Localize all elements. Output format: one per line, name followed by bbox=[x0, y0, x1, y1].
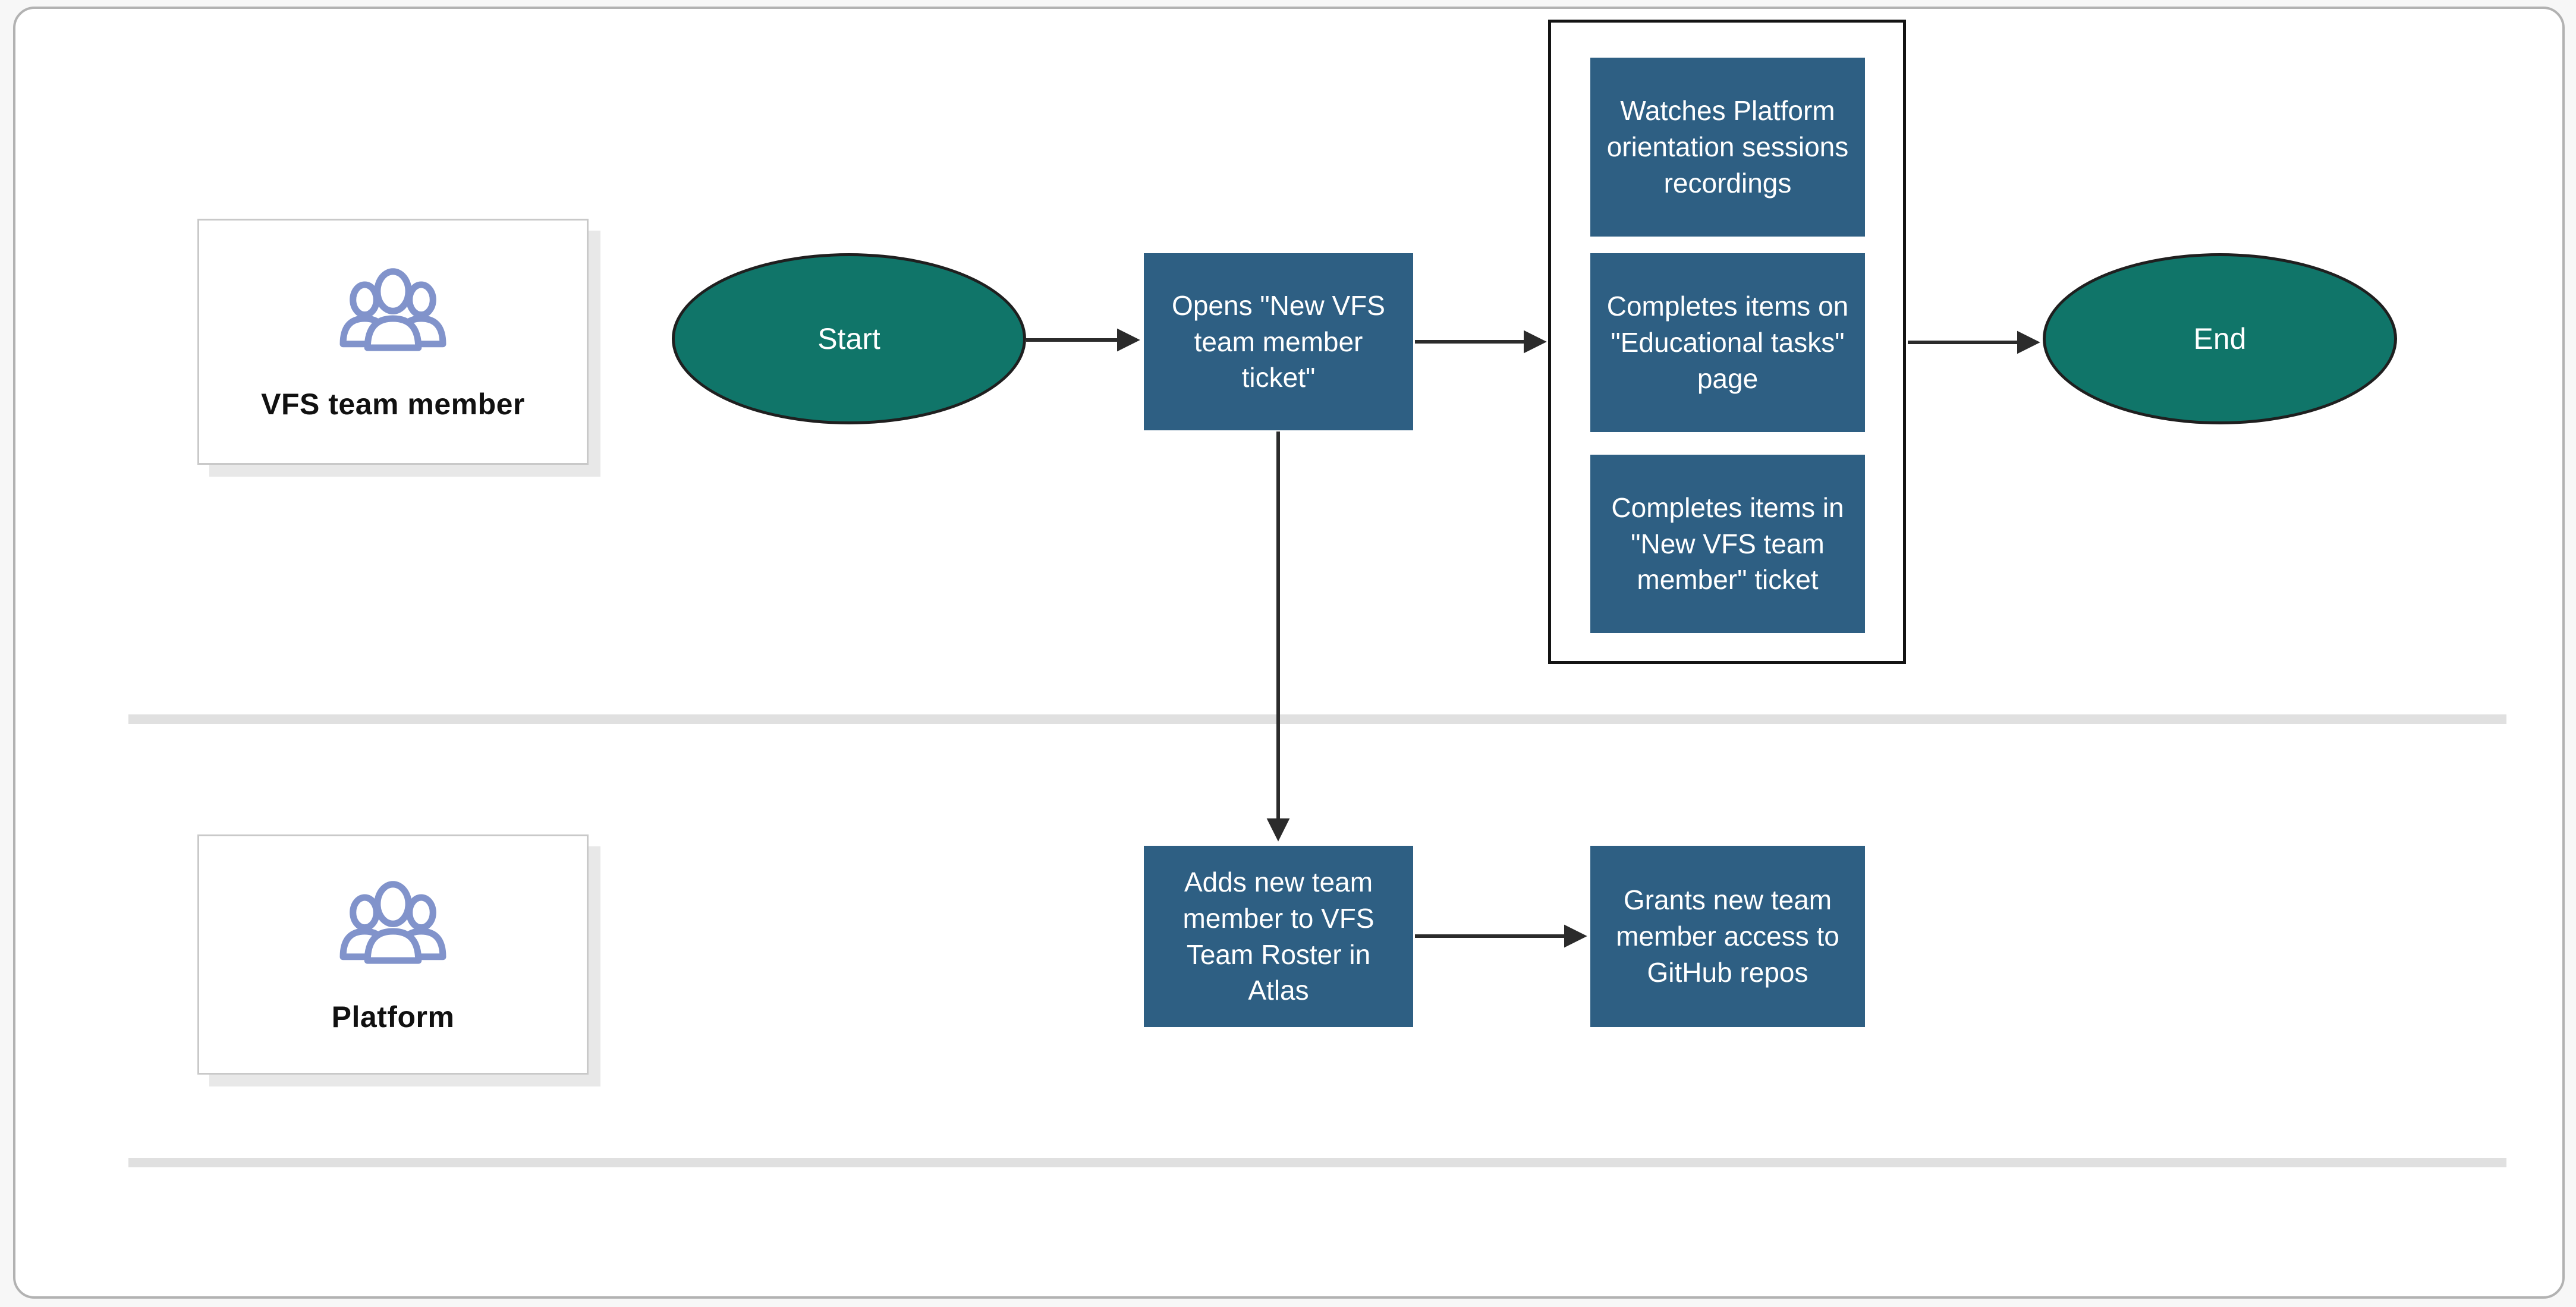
grant-github-node: Grants new team member access to GitHub … bbox=[1590, 846, 1865, 1027]
start-node-label: Start bbox=[817, 322, 880, 355]
task-group-container: Watches Platform orientation sessions re… bbox=[1548, 20, 1906, 664]
start-node: Start bbox=[672, 253, 1026, 424]
educational-tasks-node: Completes items on "Educational tasks" p… bbox=[1590, 253, 1865, 432]
actor-card-platform: Platform bbox=[197, 834, 589, 1075]
people-group-icon bbox=[336, 262, 449, 352]
actor-label: VFS team member bbox=[261, 388, 525, 421]
end-node: End bbox=[2043, 253, 2397, 424]
people-group-icon bbox=[336, 875, 449, 965]
open-ticket-node: Opens "New VFS team member ticket" bbox=[1144, 253, 1413, 430]
open-ticket-node-label: Opens "New VFS team member ticket" bbox=[1172, 289, 1385, 393]
educational-tasks-node-label: Completes items on "Educational tasks" p… bbox=[1606, 291, 1849, 394]
add-roster-node-label: Adds new team member to VFS Team Roster … bbox=[1182, 867, 1375, 1006]
end-node-label: End bbox=[2193, 322, 2247, 355]
lane-divider bbox=[128, 1158, 2506, 1167]
watch-orientation-node-label: Watches Platform orientation sessions re… bbox=[1606, 95, 1849, 199]
grant-github-node-label: Grants new team member access to GitHub … bbox=[1616, 884, 1839, 988]
add-roster-node: Adds new team member to VFS Team Roster … bbox=[1144, 846, 1413, 1027]
diagram-frame bbox=[13, 7, 2565, 1299]
member-ticket-node-label: Completes items in "New VFS team member"… bbox=[1611, 492, 1844, 596]
member-ticket-node: Completes items in "New VFS team member"… bbox=[1590, 455, 1865, 633]
actor-card-vfs-team-member: VFS team member bbox=[197, 219, 589, 465]
watch-orientation-node: Watches Platform orientation sessions re… bbox=[1590, 58, 1865, 237]
actor-label: Platform bbox=[331, 1000, 455, 1034]
lane-divider bbox=[128, 714, 2506, 724]
